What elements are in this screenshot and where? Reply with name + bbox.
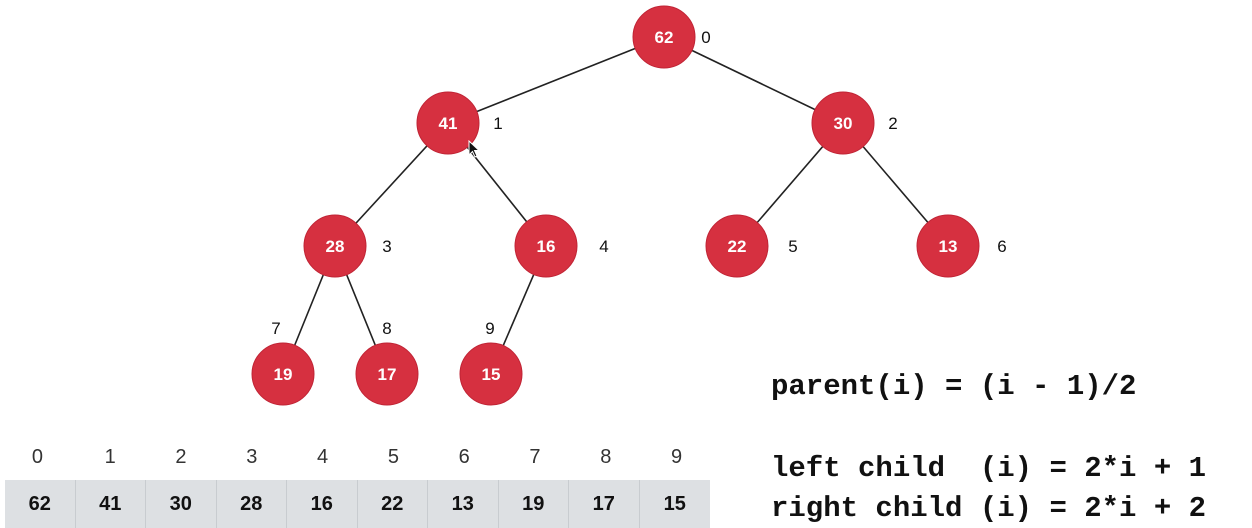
array-value: 41 [76,480,146,528]
tree-nodes: 62 0 41 1 30 2 28 3 16 4 22 5 13 6 19 7 17 8 15 9 [251,5,1007,406]
tree-node-index-label: 0 [701,28,710,47]
tree-node-value: 41 [439,114,458,133]
array-index-row: 0 1 2 3 4 5 6 7 8 9 [0,440,712,474]
tree-node-circle [916,214,980,278]
tree-node: 28 3 [303,214,392,278]
tree-node-value: 16 [537,237,556,256]
array-index: 2 [175,446,187,468]
tree-node-value: 22 [728,237,747,256]
array-value: 30 [146,480,217,528]
tree-node: 16 4 [514,214,609,278]
tree-node-value: 30 [834,114,853,133]
tree-edge [663,36,844,124]
tree-node: 62 0 [632,5,711,69]
tree-node-circle [811,91,875,155]
parent-formula: parent(i) = (i - 1)/2 [771,370,1137,403]
tree-node-circle [705,214,769,278]
tree-node-circle [355,342,419,406]
tree-node-circle [632,5,696,69]
array-index: 3 [246,446,258,468]
tree-node-circle [459,342,523,406]
array-index: 6 [458,446,470,468]
tree-node-value: 28 [326,237,345,256]
tree-node-value: 15 [482,365,501,384]
tree-node-circle [303,214,367,278]
tree-node-index-label: 7 [271,319,280,338]
right-child-formula: right child (i) = 2*i + 2 [771,492,1207,525]
tree-node-value: 17 [378,365,397,384]
array-index: 8 [600,446,612,468]
array-value: 28 [217,480,287,528]
array-index: 4 [317,446,329,468]
tree-node-value: 62 [655,28,674,47]
tree-node-index-label: 3 [382,237,391,256]
array-index: 7 [529,446,541,468]
tree-node-index-label: 5 [788,237,797,256]
tree-node-index-label: 6 [997,237,1006,256]
mouse-pointer-icon [468,140,481,158]
tree-node: 17 8 [355,319,419,406]
array-value: 16 [287,480,358,528]
array-value: 17 [569,480,640,528]
tree-node-index-label: 8 [382,319,391,338]
tree-node-value: 13 [939,237,958,256]
tree-edge [447,36,665,124]
tree-node-circle [514,214,578,278]
tree-node-value: 19 [274,365,293,384]
tree-node-index-label: 2 [888,114,897,133]
tree-node-circle [251,342,315,406]
tree-node: 15 9 [459,319,523,406]
tree-node: 30 2 [811,91,898,155]
tree-node: 22 5 [705,214,798,278]
array-value: 15 [663,493,686,515]
tree-node: 13 6 [916,214,1007,278]
array-value: 62 [5,480,76,528]
array-index: 5 [387,446,399,468]
array-value: 13 [428,480,499,528]
heap-tree-diagram: 62 0 41 1 30 2 28 3 16 4 22 5 13 6 19 7 17 8 15 9 [251,5,1007,406]
heap-array: 0 1 2 3 4 5 6 7 8 9 62 41 30 28 16 22 13… [0,440,712,528]
tree-node-index-label: 9 [485,319,494,338]
tree-node-index-label: 4 [599,237,608,256]
tree-node: 41 1 [416,91,503,155]
array-index: 9 [671,446,683,468]
array-index: 0 [31,446,43,468]
array-value: 22 [358,480,428,528]
tree-node-circle [416,91,480,155]
tree-node-index-label: 1 [493,114,502,133]
array-index: 1 [104,446,116,468]
array-value: 19 [499,480,569,528]
array-value-row: 62 41 30 28 16 22 13 19 17 15 [5,480,710,528]
tree-node: 19 7 [251,319,315,406]
left-child-formula: left child (i) = 2*i + 1 [771,452,1207,485]
